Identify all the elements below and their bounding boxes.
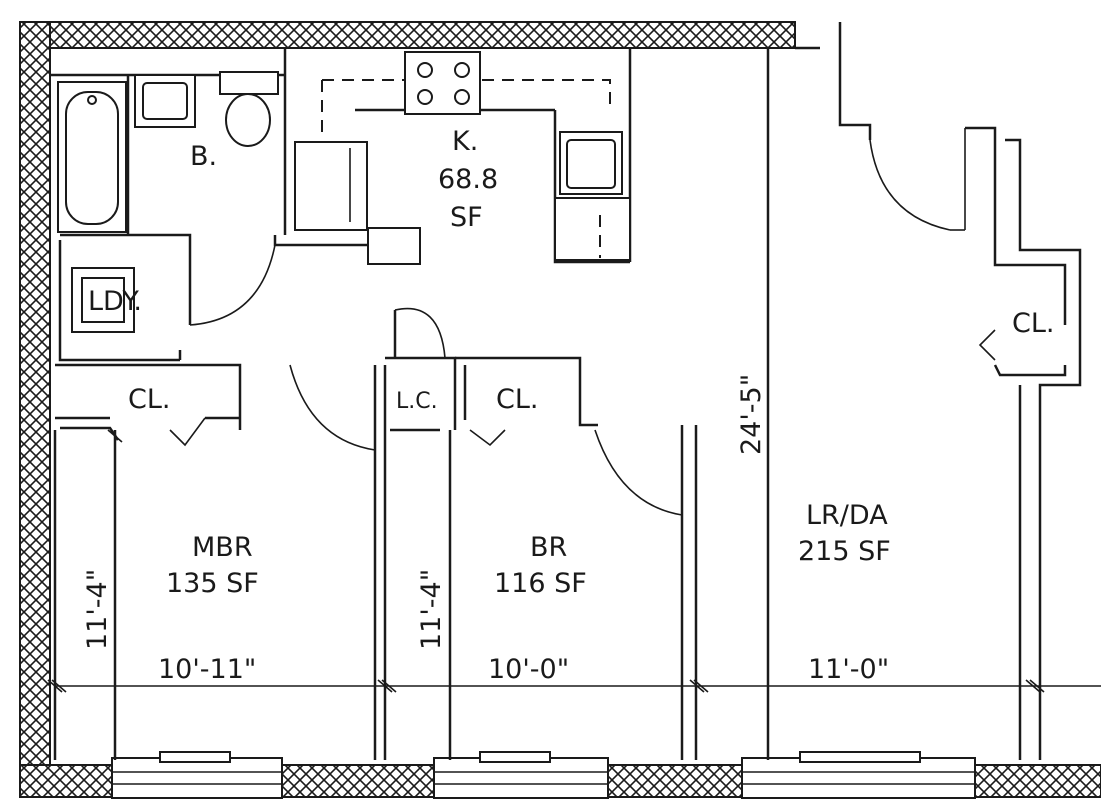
kitchen-area: 68.8 bbox=[438, 164, 498, 195]
stove bbox=[404, 51, 481, 115]
bottom-wall-d bbox=[974, 764, 1101, 798]
bathtub bbox=[57, 81, 127, 233]
mbr-area: 135 SF bbox=[166, 568, 259, 599]
windows bbox=[111, 751, 976, 799]
laundry-label: LDY. bbox=[88, 286, 142, 317]
window-lr bbox=[741, 751, 976, 799]
interior-walls bbox=[50, 22, 1082, 760]
kitchen-sink bbox=[554, 131, 631, 261]
left-wall bbox=[19, 21, 51, 798]
dimension-labels: 10'-11" 10'-0" 11'-0" 11'-4" 11'-4" 24'-… bbox=[82, 374, 889, 685]
linen-closet-label: L.C. bbox=[396, 389, 438, 414]
dimension-lines bbox=[47, 429, 1101, 693]
kitchen-unit: SF bbox=[450, 202, 483, 233]
mbr-label: MBR bbox=[192, 532, 253, 563]
br-depth-dim: 11'-4" bbox=[416, 569, 447, 650]
lr-closet-label: CL. bbox=[1012, 308, 1054, 339]
bottom-wall-c bbox=[607, 764, 743, 798]
exterior-walls bbox=[19, 21, 1101, 798]
lrda-label: LR/DA bbox=[806, 500, 888, 531]
br-area: 116 SF bbox=[494, 568, 587, 599]
toilet bbox=[219, 71, 279, 147]
laundry-machine bbox=[71, 267, 135, 333]
fixtures bbox=[57, 51, 631, 333]
refrigerator bbox=[294, 141, 421, 265]
unit-depth-dim: 24'-5" bbox=[736, 374, 767, 455]
top-wall bbox=[19, 21, 796, 49]
br-width-dim: 10'-0" bbox=[488, 654, 569, 685]
br-closet-label: CL. bbox=[496, 384, 538, 415]
br-label: BR bbox=[530, 532, 567, 563]
lrda-area: 215 SF bbox=[798, 536, 891, 567]
bottom-wall-a bbox=[19, 764, 113, 798]
bottom-wall-b bbox=[281, 764, 435, 798]
mbr-depth-dim: 11'-4" bbox=[82, 569, 113, 650]
mbr-closet-label: CL. bbox=[128, 384, 170, 415]
window-br bbox=[433, 751, 609, 799]
bath-sink bbox=[134, 74, 196, 128]
window-mbr bbox=[111, 751, 283, 799]
lr-width-dim: 11'-0" bbox=[808, 654, 889, 685]
bath-label: B. bbox=[190, 141, 217, 172]
mbr-width-dim: 10'-11" bbox=[158, 654, 256, 685]
room-labels: B. LDY. K. 68.8 SF CL. L.C. CL. CL. MBR … bbox=[88, 126, 1054, 599]
kitchen-label: K. bbox=[452, 126, 478, 157]
